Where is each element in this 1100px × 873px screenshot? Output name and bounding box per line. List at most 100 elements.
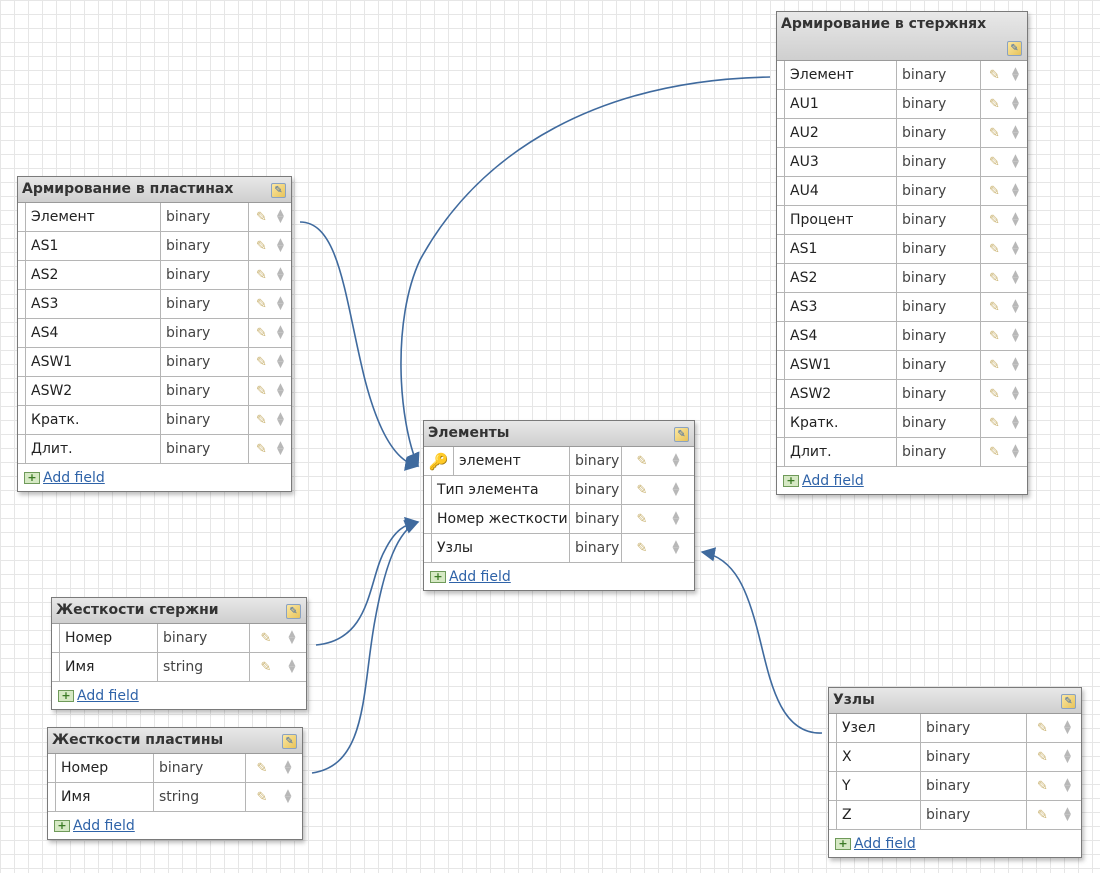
sort-arrows-icon[interactable]: ▲▼	[1012, 327, 1019, 344]
add-field-button[interactable]: + Add field	[18, 464, 291, 491]
field-row[interactable]: Кратк.binary✎▲▼	[777, 409, 1027, 438]
add-field-button[interactable]: + Add field	[52, 682, 306, 709]
pencil-icon[interactable]: ✎	[1037, 749, 1048, 765]
field-type[interactable]: binary	[897, 322, 981, 350]
field-type[interactable]: binary	[897, 119, 981, 147]
sort-arrows-icon[interactable]: ▲▼	[1012, 385, 1019, 402]
field-name[interactable]: ASW2	[26, 377, 161, 405]
field-type[interactable]: binary	[161, 290, 249, 318]
field-type[interactable]: binary	[921, 801, 1027, 829]
add-field-button[interactable]: + Add field	[777, 467, 1027, 494]
pencil-icon[interactable]: ✎	[1037, 807, 1048, 823]
field-name[interactable]: Узлы	[432, 534, 570, 562]
field-type[interactable]: binary	[897, 206, 981, 234]
field-type[interactable]: binary	[897, 90, 981, 118]
field-name[interactable]: Номер	[60, 624, 158, 652]
field-type[interactable]: binary	[897, 264, 981, 292]
sort-arrows-icon[interactable]: ▲▼	[277, 237, 284, 254]
field-type[interactable]: binary	[161, 406, 249, 434]
field-name[interactable]: Номер	[56, 754, 154, 782]
field-name[interactable]: Процент	[785, 206, 897, 234]
edit-entity-icon[interactable]: ✎	[1007, 41, 1022, 56]
sort-arrows-icon[interactable]: ▲▼	[1012, 66, 1019, 83]
field-type[interactable]: binary	[161, 232, 249, 260]
field-name[interactable]: Номер жесткости	[432, 505, 570, 533]
field-type[interactable]: binary	[570, 476, 622, 504]
sort-arrows-icon[interactable]: ▲▼	[672, 510, 680, 527]
sort-arrows-icon[interactable]: ▲▼	[1012, 153, 1019, 170]
field-type[interactable]: binary	[897, 177, 981, 205]
pencil-icon[interactable]: ✎	[989, 183, 1000, 199]
pencil-icon[interactable]: ✎	[256, 412, 267, 428]
sort-arrows-icon[interactable]: ▲▼	[1012, 211, 1019, 228]
field-name[interactable]: AS2	[26, 261, 161, 289]
field-name[interactable]: Элемент	[785, 61, 897, 89]
field-name[interactable]: AS3	[26, 290, 161, 318]
pencil-icon[interactable]: ✎	[256, 209, 267, 225]
pencil-icon[interactable]: ✎	[256, 296, 267, 312]
pencil-icon[interactable]: ✎	[256, 267, 267, 283]
field-type[interactable]: binary	[897, 351, 981, 379]
field-type[interactable]: binary	[570, 505, 622, 533]
sort-arrows-icon[interactable]: ▲▼	[1012, 414, 1019, 431]
field-row[interactable]: Длит.binary✎▲▼	[777, 438, 1027, 467]
add-field-link[interactable]: Add field	[73, 817, 135, 834]
field-name[interactable]: AS1	[785, 235, 897, 263]
sort-arrows-icon[interactable]: ▲▼	[1012, 240, 1019, 257]
field-name[interactable]: Имя	[60, 653, 158, 681]
pencil-icon[interactable]: ✎	[256, 441, 267, 457]
sort-arrows-icon[interactable]: ▲▼	[672, 539, 680, 556]
field-type[interactable]: binary	[154, 754, 246, 782]
pencil-icon[interactable]: ✎	[256, 789, 268, 805]
field-name[interactable]: Кратк.	[785, 409, 897, 437]
sort-arrows-icon[interactable]: ▲▼	[277, 411, 284, 428]
field-type[interactable]: binary	[161, 435, 249, 463]
field-name[interactable]: Z	[837, 801, 921, 829]
field-row[interactable]: Длит.binary✎▲▼	[18, 435, 291, 464]
sort-arrows-icon[interactable]: ▲▼	[1012, 356, 1019, 373]
field-name[interactable]: элемент	[454, 447, 570, 475]
pencil-icon[interactable]: ✎	[260, 630, 272, 646]
add-field-button[interactable]: + Add field	[829, 830, 1081, 857]
field-name[interactable]: AS4	[785, 322, 897, 350]
field-type[interactable]: binary	[921, 743, 1027, 771]
pencil-icon[interactable]: ✎	[989, 241, 1000, 257]
sort-arrows-icon[interactable]: ▲▼	[1064, 719, 1071, 736]
field-name[interactable]: AS4	[26, 319, 161, 347]
entity-title[interactable]: Узлы ✎	[829, 688, 1081, 714]
field-type[interactable]: binary	[897, 438, 981, 466]
pencil-icon[interactable]: ✎	[989, 328, 1000, 344]
field-row[interactable]: Кратк.binary✎▲▼	[18, 406, 291, 435]
pencil-icon[interactable]: ✎	[989, 299, 1000, 315]
field-name[interactable]: ASW1	[26, 348, 161, 376]
sort-arrows-icon[interactable]: ▲▼	[277, 208, 284, 225]
pencil-icon[interactable]: ✎	[636, 482, 648, 498]
sort-arrows-icon[interactable]: ▲▼	[277, 266, 284, 283]
edit-entity-icon[interactable]: ✎	[282, 734, 297, 749]
sort-arrows-icon[interactable]: ▲▼	[1012, 269, 1019, 286]
sort-arrows-icon[interactable]: ▲▼	[1012, 182, 1019, 199]
field-name[interactable]: Узел	[837, 714, 921, 742]
field-type[interactable]: binary	[897, 293, 981, 321]
pencil-icon[interactable]: ✎	[256, 760, 268, 776]
sort-arrows-icon[interactable]: ▲▼	[277, 382, 284, 399]
